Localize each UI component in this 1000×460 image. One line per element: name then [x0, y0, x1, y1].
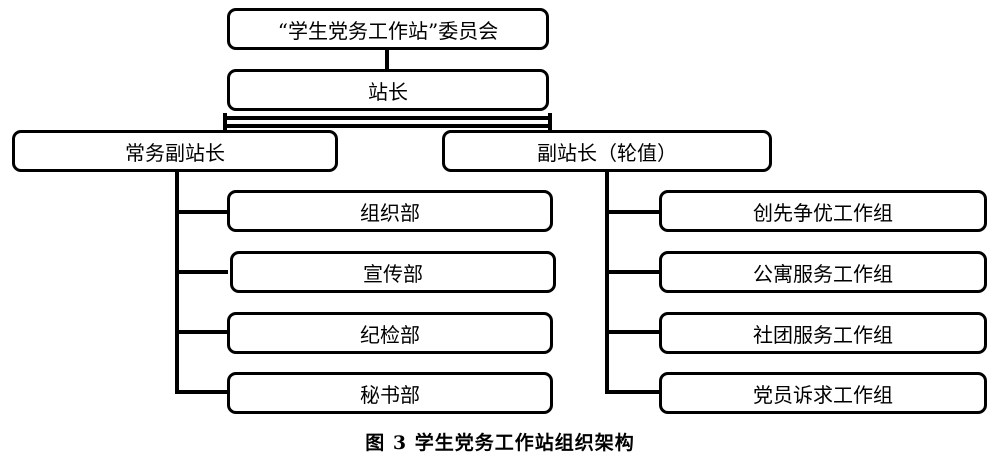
work-group-label: 社团服务工作组	[753, 322, 893, 347]
work-group-box: 公寓服务工作组	[659, 251, 987, 293]
work-group-box: 党员诉求工作组	[659, 372, 987, 414]
committee-box: “学生党务工作站”委员会	[227, 8, 549, 50]
figure-caption: 图 3 学生党务工作站组织架构	[365, 432, 635, 454]
exec-deputy-box: 常务副站长	[12, 130, 338, 172]
department-box: 组织部	[227, 190, 553, 232]
work-group-box: 社团服务工作组	[659, 312, 987, 354]
department-box: 秘书部	[227, 372, 553, 414]
deputy-rotating-box: 副站长（轮值）	[442, 130, 772, 172]
department-box: 纪检部	[227, 312, 553, 354]
department-label: 组织部	[360, 200, 420, 225]
work-group-label: 公寓服务工作组	[753, 261, 893, 286]
department-box: 宣传部	[230, 251, 556, 293]
exec-deputy-label: 常务副站长	[125, 140, 225, 165]
work-group-label: 党员诉求工作组	[753, 382, 893, 407]
department-label: 纪检部	[360, 322, 420, 347]
chief-label: 站长	[368, 79, 408, 104]
committee-label: “学生党务工作站”委员会	[277, 18, 499, 43]
work-group-label: 创先争优工作组	[753, 200, 893, 225]
department-label: 宣传部	[363, 261, 423, 286]
work-group-box: 创先争优工作组	[659, 190, 987, 232]
deputy-rotating-label: 副站长（轮值）	[537, 140, 677, 165]
chief-box: 站长	[227, 69, 549, 111]
department-label: 秘书部	[360, 382, 420, 407]
